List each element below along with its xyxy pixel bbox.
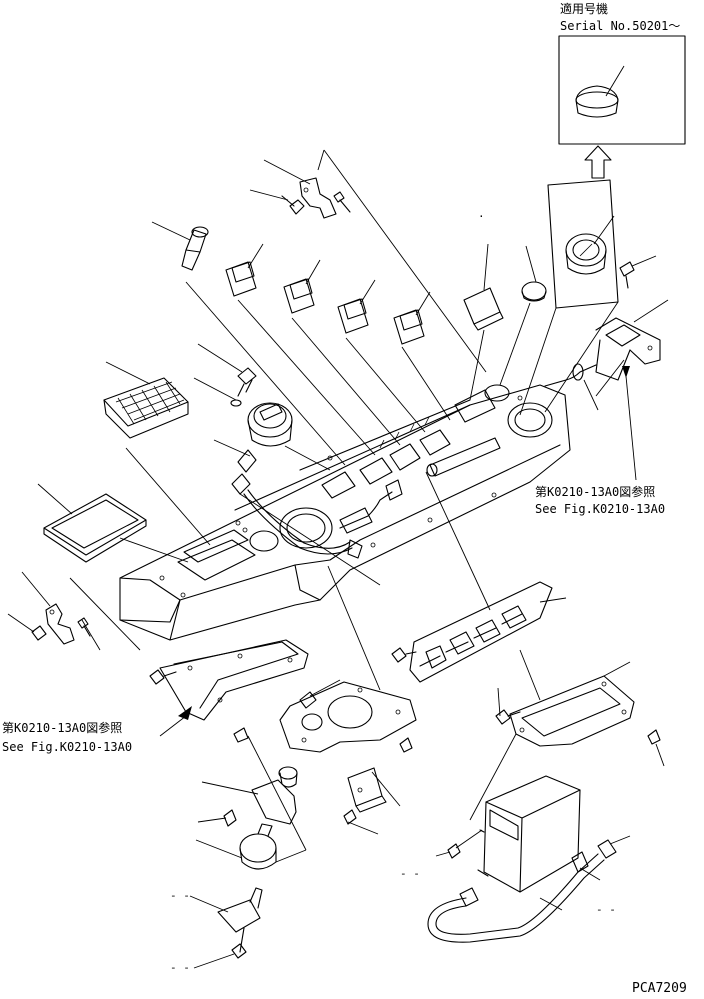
buzzer-unit — [195, 735, 307, 870]
dashboard-panel — [119, 384, 571, 641]
applicability-arrow — [584, 145, 612, 179]
wire-harness — [213, 439, 403, 586]
applicability-title: 適用号機 — [560, 2, 609, 16]
harness-loop — [427, 835, 631, 943]
bottom-bracket — [189, 887, 263, 969]
gauge-inset-box — [519, 179, 619, 416]
u-bracket-top — [249, 149, 487, 373]
reference-left-jp: 第K0210-13A0図参照 — [2, 721, 123, 735]
lower-right-frame — [469, 649, 665, 821]
gasket-frame — [37, 483, 189, 563]
callout-dot: . — [478, 207, 485, 220]
bracket-lower-left — [7, 571, 141, 651]
applicability-box — [558, 35, 686, 145]
wiring-cover-plate — [391, 471, 567, 683]
cap-plug — [499, 245, 547, 386]
blank-cover — [463, 243, 504, 401]
rocker-switch-3 — [337, 279, 376, 334]
controller-box — [435, 775, 581, 893]
reference-left-en: See Fig.K0210-13A0 — [2, 740, 133, 754]
connector-bracket-right — [595, 299, 669, 381]
rocker-switch-2 — [283, 259, 321, 314]
key-switch — [247, 402, 331, 471]
grille-filter — [103, 361, 211, 546]
small-bracket-mid — [343, 767, 401, 835]
reference-right-en: See Fig.K0210-13A0 — [535, 502, 666, 516]
callout-dash-3: - - — [400, 867, 420, 880]
callout-dash-4: - - — [596, 903, 616, 916]
bolt-top-right — [619, 255, 657, 289]
screw-and-washer — [193, 343, 257, 407]
gauge-bracket-plate — [279, 565, 417, 753]
applicability-serial: Serial No.50201～ — [560, 19, 681, 33]
rocker-switch-1 — [225, 243, 264, 297]
reference-right-jp: 第K0210-13A0図参照 — [535, 485, 656, 499]
callout-dash-2: - - — [170, 961, 190, 974]
rocker-switch-4 — [393, 291, 431, 345]
mounting-plate — [149, 639, 309, 743]
cigarette-lighter — [151, 221, 346, 466]
drawing-code: PCA7209 — [632, 981, 687, 996]
callout-dash-1: - - — [170, 889, 190, 902]
